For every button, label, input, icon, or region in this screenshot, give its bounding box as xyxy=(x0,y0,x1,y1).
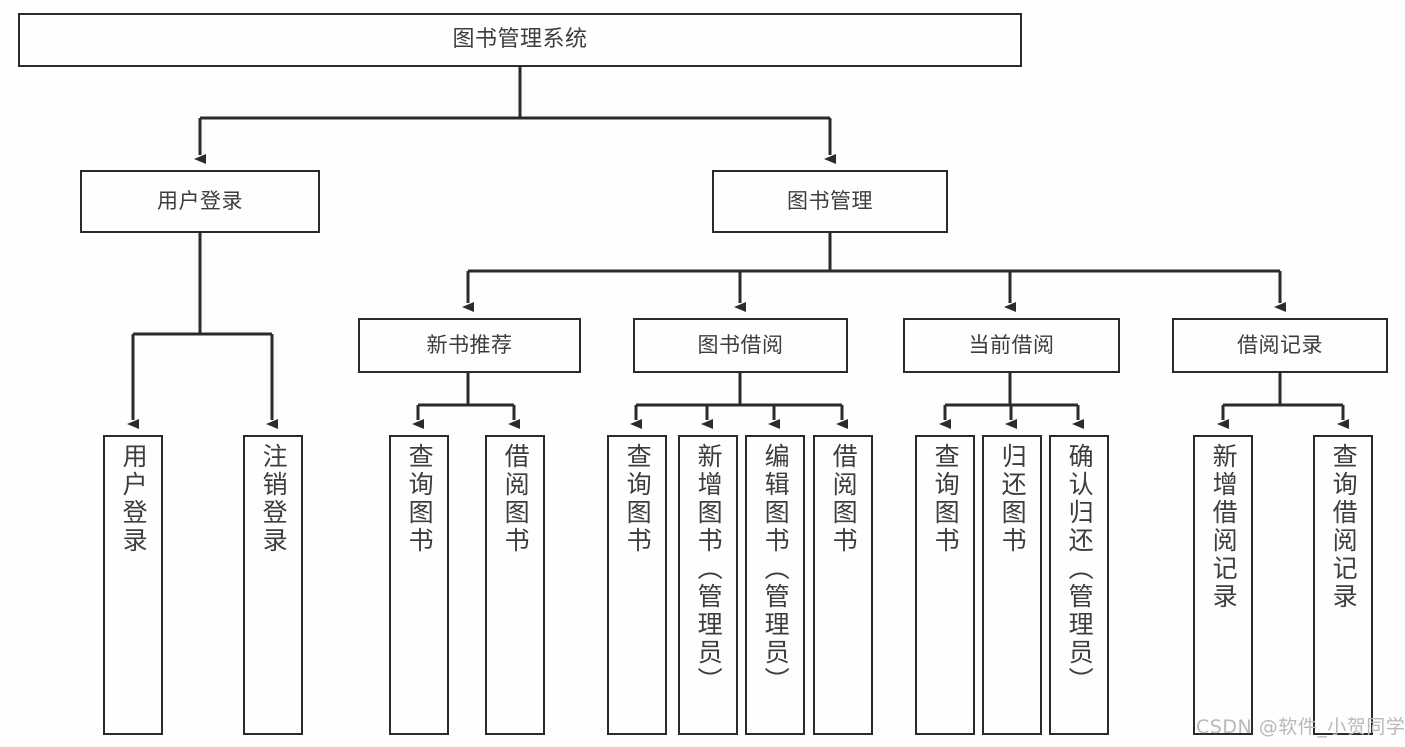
node-label: 图书管理 xyxy=(787,189,873,214)
node-label: 借阅图书 xyxy=(829,443,859,555)
node-label: 查询图书 xyxy=(931,443,961,555)
node-book-management[interactable]: 图书管理 xyxy=(712,170,948,233)
node-label: 新书推荐 xyxy=(426,333,513,358)
leaf-current-confirm-return-admin[interactable]: 确认归还（管理员） xyxy=(1049,435,1109,735)
node-label: 注销登录 xyxy=(259,443,289,555)
node-label: 借阅记录 xyxy=(1237,333,1323,358)
csdn-watermark: CSDN @软件_小贺同学 xyxy=(1196,716,1405,738)
node-label: 当前借阅 xyxy=(968,333,1055,358)
node-label: 新增图书（管理员） xyxy=(694,443,724,695)
node-label: 查询借阅记录 xyxy=(1329,443,1359,611)
node-book-borrow[interactable]: 图书借阅 xyxy=(633,318,848,373)
node-label: 编辑图书（管理员） xyxy=(761,443,791,695)
node-new-book-recommend[interactable]: 新书推荐 xyxy=(358,318,581,373)
leaf-recommend-query-book[interactable]: 查询图书 xyxy=(389,435,449,735)
leaf-recommend-borrow-book[interactable]: 借阅图书 xyxy=(485,435,545,735)
node-user-login[interactable]: 用户登录 xyxy=(80,170,320,233)
node-label: 查询图书 xyxy=(405,443,435,555)
node-current-borrow[interactable]: 当前借阅 xyxy=(903,318,1120,373)
leaf-user-login-login[interactable]: 用户登录 xyxy=(103,435,163,735)
node-label: 图书借阅 xyxy=(697,333,784,358)
node-label: 新增借阅记录 xyxy=(1209,443,1239,611)
node-root-system[interactable]: 图书管理系统 xyxy=(18,13,1022,67)
leaf-user-login-logout[interactable]: 注销登录 xyxy=(243,435,303,735)
node-borrow-record[interactable]: 借阅记录 xyxy=(1172,318,1388,373)
leaf-record-query-record[interactable]: 查询借阅记录 xyxy=(1313,435,1373,735)
leaf-current-return-book[interactable]: 归还图书 xyxy=(982,435,1042,735)
leaf-borrow-edit-book-admin[interactable]: 编辑图书（管理员） xyxy=(745,435,805,735)
node-label: 用户登录 xyxy=(119,443,149,555)
node-label: 图书管理系统 xyxy=(452,27,588,53)
node-label: 用户登录 xyxy=(157,189,243,214)
leaf-record-add-record[interactable]: 新增借阅记录 xyxy=(1193,435,1253,735)
node-label: 查询图书 xyxy=(623,443,653,555)
leaf-borrow-borrow-book[interactable]: 借阅图书 xyxy=(813,435,873,735)
leaf-current-query-book[interactable]: 查询图书 xyxy=(915,435,975,735)
node-label: 确认归还（管理员） xyxy=(1065,443,1095,695)
leaf-borrow-add-book-admin[interactable]: 新增图书（管理员） xyxy=(678,435,738,735)
node-label: 借阅图书 xyxy=(501,443,531,555)
node-label: 归还图书 xyxy=(998,443,1028,555)
leaf-borrow-query-book[interactable]: 查询图书 xyxy=(607,435,667,735)
